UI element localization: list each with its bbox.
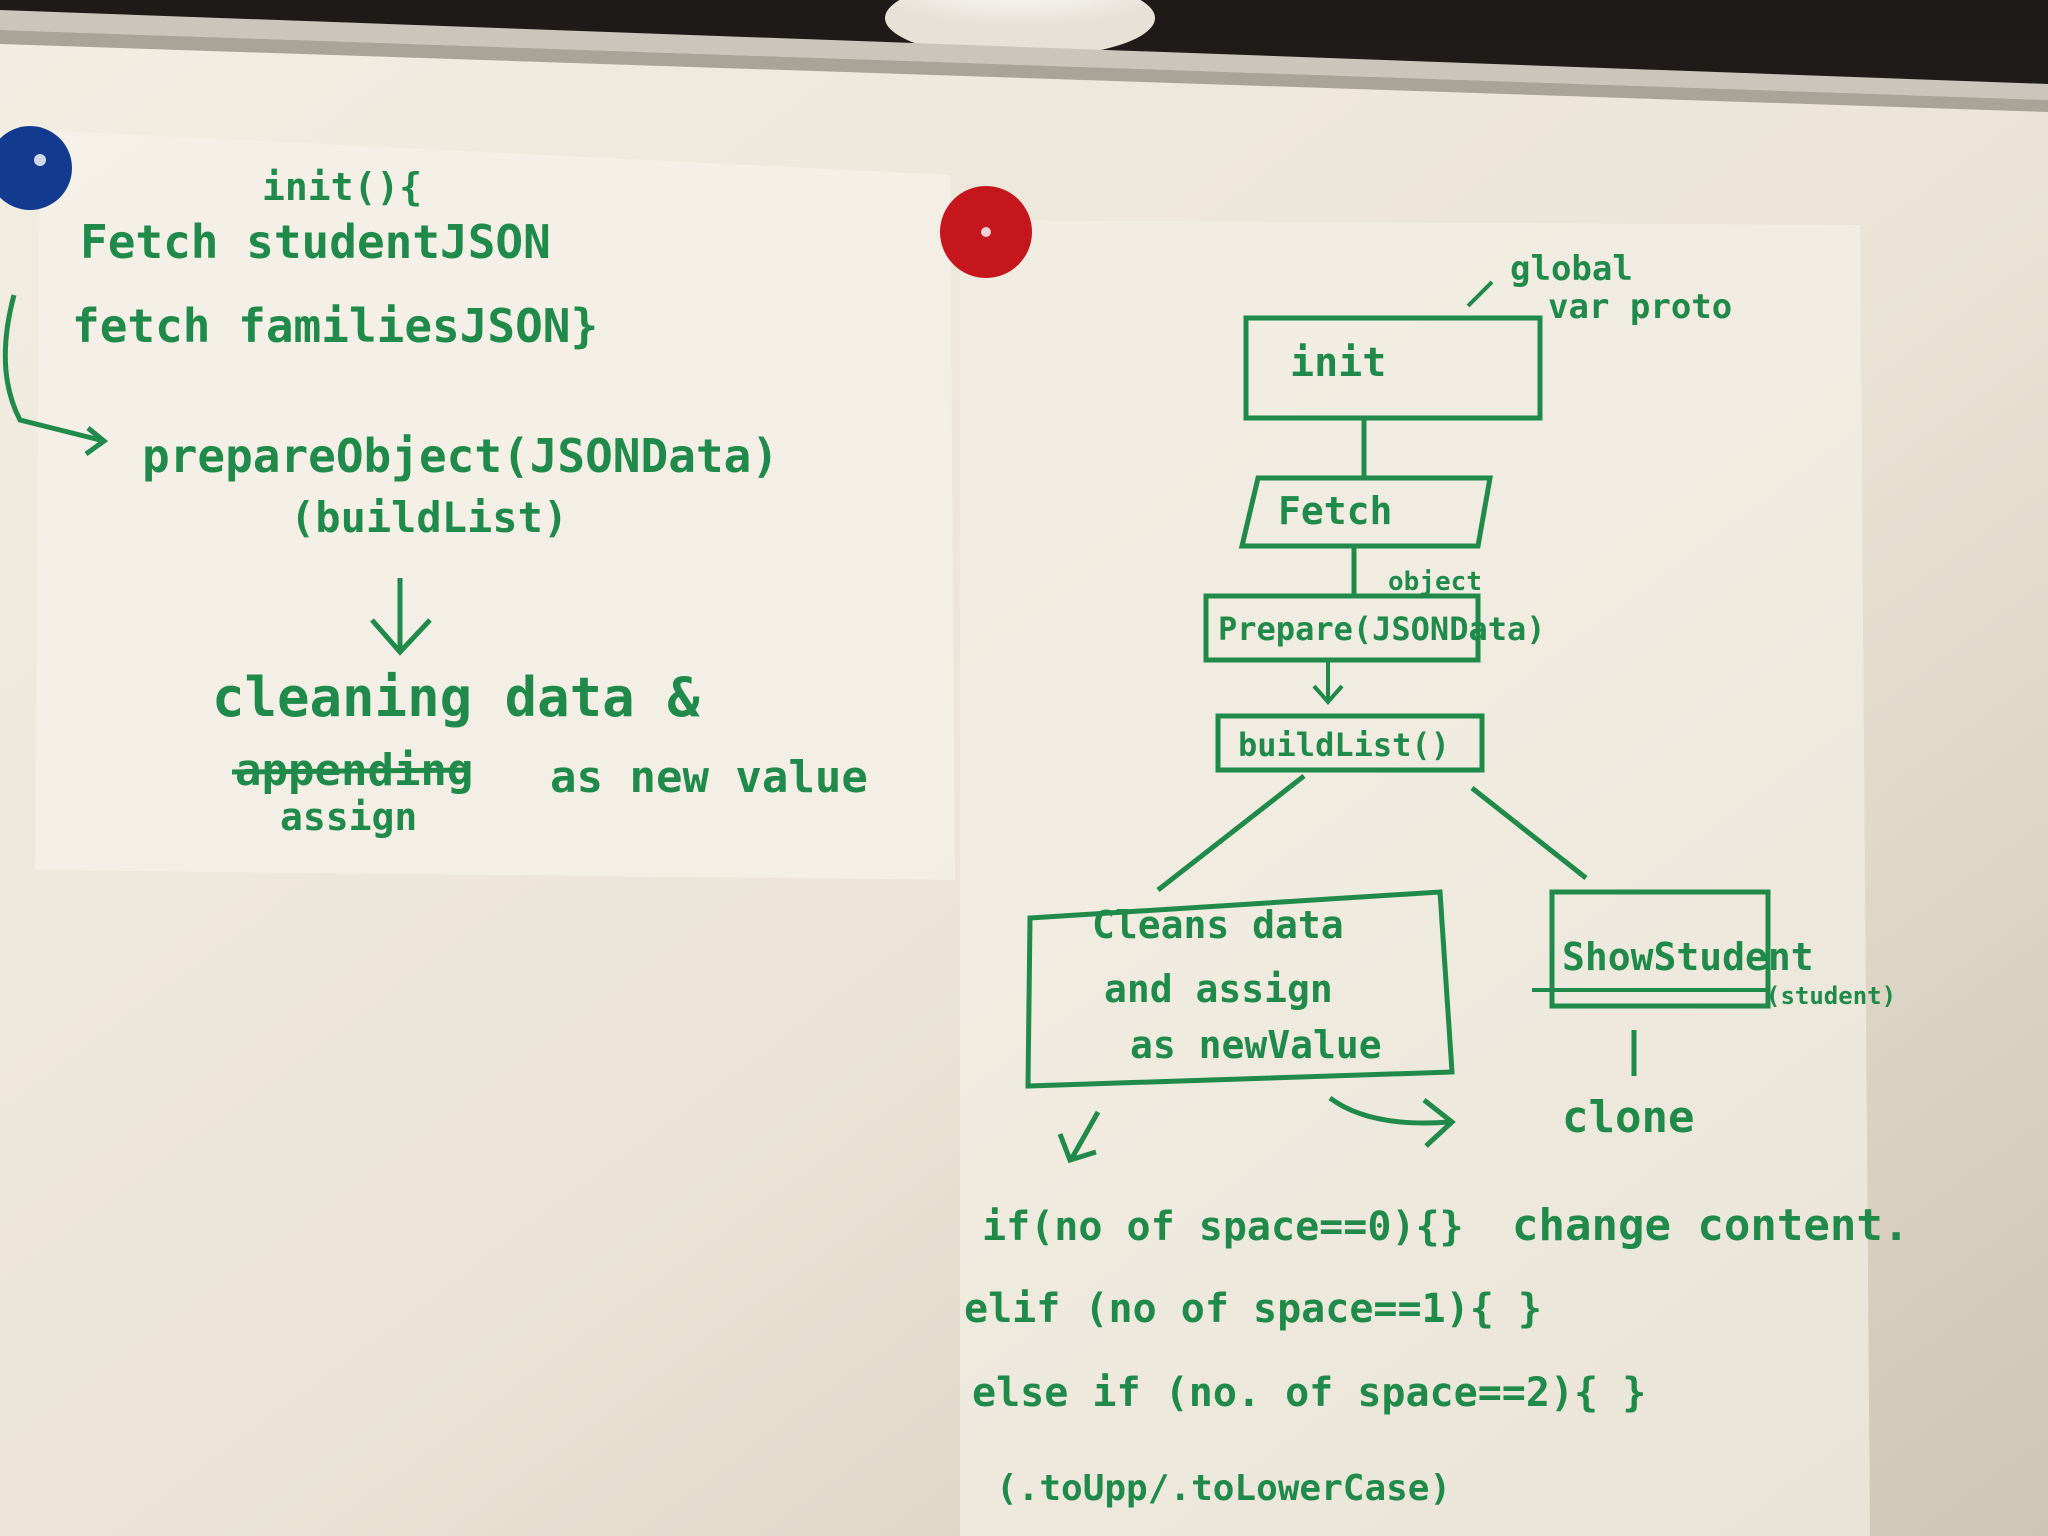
flow-cleans-line2: and assign	[1104, 967, 1333, 1011]
flow-branch-left	[1156, 774, 1306, 892]
blue-magnet	[0, 126, 72, 210]
flow-showstudent-box	[1549, 889, 1771, 1009]
blue-magnet-glint	[34, 154, 46, 166]
code-line3: else if (no. of space==2){ }	[972, 1370, 1646, 1416]
flow-curved-arrowhead	[1422, 1098, 1456, 1148]
flow-fetch-box	[1238, 475, 1493, 549]
left-fetch-student: Fetch studentJSON	[80, 215, 551, 269]
red-magnet-glint	[981, 227, 991, 237]
left-down-arrowhead	[370, 618, 432, 656]
flow-note-arrow	[1466, 280, 1494, 308]
flow-object-note: object	[1388, 567, 1482, 597]
flow-clone-label: clone	[1562, 1092, 1694, 1143]
flow-change-content: change content.	[1512, 1200, 1909, 1251]
left-fetch-families: fetch familiesJSON}	[72, 299, 598, 353]
flow-buildlist-label: buildList()	[1238, 726, 1450, 764]
flow-cleans-box	[1025, 889, 1455, 1089]
left-prepare-object: prepareObject(JSONData)	[142, 429, 779, 483]
left-as-new-value: as new value	[550, 752, 868, 803]
left-bracket-arrow	[2, 294, 101, 443]
flow-global-note: global	[1510, 249, 1633, 289]
flow-var-proto-note: var proto	[1548, 287, 1732, 327]
code-line2: elif (no of space==1){ }	[964, 1286, 1542, 1332]
code-line1: if(no of space==0){}	[982, 1204, 1464, 1250]
flow-branch-right	[1470, 786, 1588, 880]
flow-arrowhead-prepare-build	[1312, 684, 1344, 706]
left-assign: assign	[280, 795, 417, 839]
paper-sheet-left	[35, 130, 955, 880]
flow-init-label: init	[1290, 340, 1386, 386]
flow-cleans-line1: Cleans data	[1092, 903, 1344, 947]
left-bracket-arrowhead	[84, 426, 109, 457]
flow-prepare-label: Prepare(JSONData)	[1218, 610, 1546, 648]
board-frame-shadow	[0, 30, 2048, 112]
flow-prepare-box	[1203, 593, 1481, 663]
flow-init-box	[1243, 315, 1543, 421]
flow-cleans-line3: as newValue	[1130, 1023, 1382, 1067]
lamp-glare	[885, 0, 1155, 58]
left-build-list: (buildList)	[290, 493, 568, 542]
code-line4: (.toUpp/.toLowerCase)	[996, 1468, 1451, 1509]
flow-downleft-arrowhead	[1057, 1133, 1097, 1164]
flow-showstudent-arg: (student)	[1766, 982, 1896, 1010]
flow-showstudent-label: ShowStudent	[1562, 935, 1814, 979]
flow-curved-arrow	[1328, 1095, 1451, 1126]
flow-downleft-arrow	[1069, 1110, 1101, 1160]
board-frame	[0, 10, 2048, 100]
left-init-line: init(){	[262, 165, 422, 209]
left-strikethrough	[231, 767, 471, 775]
flow-buildlist-box	[1215, 713, 1485, 773]
paper-sheet-right	[960, 220, 1870, 1536]
flow-fetch-label: Fetch	[1278, 489, 1392, 533]
left-cleaning: cleaning data &	[212, 666, 700, 729]
